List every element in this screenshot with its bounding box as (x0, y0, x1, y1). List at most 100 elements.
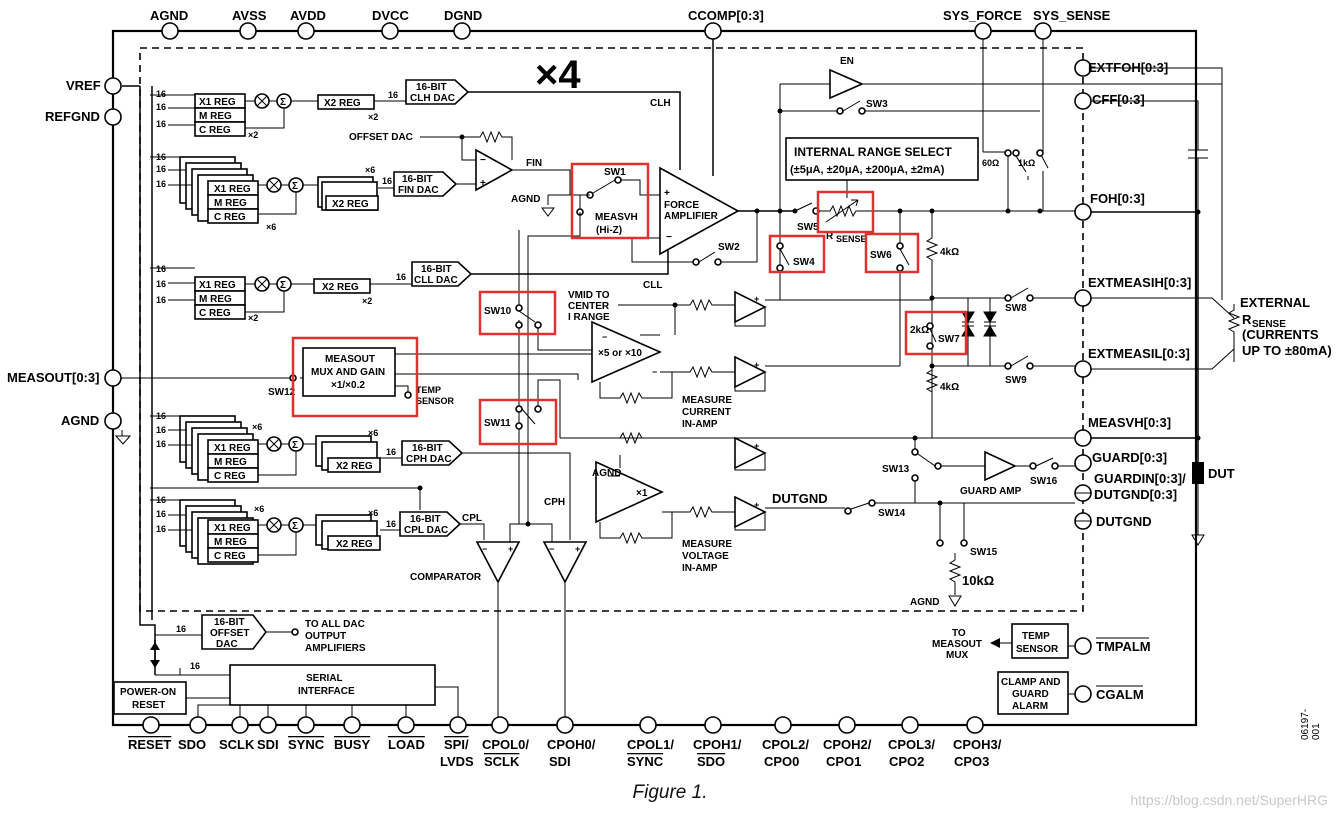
svg-text:+: + (664, 188, 670, 199)
rsense-sub-label: SENSE (836, 234, 867, 244)
offset-dac-bottom: 16 16-BIT OFFSET DAC TO ALL DAC OUTPUT A… (150, 614, 366, 676)
bus-width-label: 16 (156, 411, 166, 421)
bus-width-label: 16 (156, 495, 166, 505)
cpl-signal-label: CPL (462, 513, 482, 524)
temp-sensor-label: SENSOR (416, 396, 455, 406)
svg-text:−: − (666, 232, 672, 243)
resistor-2k-label: 2kΩ (910, 325, 929, 336)
pin-avdd (297, 22, 315, 40)
clamp-alarm-label: ALARM (1012, 701, 1048, 712)
vmid-buffer (734, 290, 767, 324)
comparator-high (542, 541, 588, 584)
pin-extmeasil (1074, 360, 1092, 378)
highlight-sw10 (478, 290, 557, 336)
pin-label: CPO3 (954, 754, 989, 769)
multiplier-label: ×6 (266, 222, 276, 232)
pin-label: DUTGND[0:3] (1094, 487, 1177, 502)
guard-amp-label: GUARD AMP (960, 486, 1022, 497)
to-all-dac-label: AMPLIFIERS (305, 643, 366, 654)
resistor-4k-label: 4kΩ (940, 247, 959, 258)
to-measout-label: TO (952, 628, 966, 639)
sw11-switch (521, 408, 536, 425)
pin-label: RESET (128, 737, 171, 752)
measvh-hiz-label: (Hi-Z) (596, 225, 622, 236)
meas-voltage-label: MEASURE (682, 539, 732, 550)
dac-label: OFFSET (210, 628, 249, 639)
multiplier-label: ×2 (248, 130, 258, 140)
pin-label: AGND (61, 413, 99, 428)
pin-label: VREF (66, 78, 101, 93)
bus-width-label: 16 (156, 119, 166, 129)
sw6-switch (899, 248, 910, 266)
c-reg (207, 208, 259, 224)
cpl-dac-group: X1 REG M REG C REG 16 16 16 ×6 Σ X2 REG … (150, 485, 485, 565)
c-reg-label: C REG (214, 212, 246, 223)
cff-path (1091, 100, 1208, 462)
power-on-label: RESET (132, 700, 165, 711)
bus-width-label: 16 (388, 90, 398, 100)
bus-width-label: 16 (396, 272, 406, 282)
measure-voltage-section: + ×1 AGND + MEASURE VOLTAGE IN-AMP DUTGN… (560, 431, 1075, 608)
comparator-low (475, 541, 521, 584)
pin-label: SCLK (484, 754, 520, 769)
x1-reg-label: X1 REG (199, 280, 236, 291)
meas-voltage-label: VOLTAGE (682, 551, 729, 562)
pin-label: SCLK (219, 737, 255, 752)
sw5-label: SW5 (797, 222, 819, 233)
pin-cgalm (1074, 685, 1092, 703)
c-reg (194, 121, 246, 137)
dac-label: 16-BIT (421, 264, 452, 275)
sw4-switch (779, 248, 790, 266)
cll-signal-label: CLL (643, 280, 662, 291)
sw7-label: SW7 (938, 334, 960, 345)
svg-text:−: − (482, 544, 487, 554)
measout-mux: MEASOUT MUX AND GAIN ×1/×0.2 TEMP SENSOR… (121, 347, 592, 406)
sw2-label: SW2 (718, 242, 740, 253)
serial-interface (229, 664, 436, 706)
svg-text:+: + (508, 544, 513, 554)
x2-reg (313, 278, 371, 294)
pin-tmpalm (1074, 637, 1092, 655)
temp-sensor2-label: TEMP (1022, 631, 1050, 642)
bus-width-label: 16 (190, 661, 200, 671)
pin-refgnd (104, 108, 122, 126)
measure-current-section: VMID TO CENTER I RANGE + ×5 or ×10 −− + … (568, 290, 932, 430)
power-on-label: POWER-ON (120, 687, 176, 698)
vmid-label: CENTER (568, 301, 610, 312)
offset-dac-net: OFFSET DAC −+ FIN (349, 130, 590, 196)
clamp-guard-alarm (997, 671, 1069, 715)
pin-label: SDO (178, 737, 206, 752)
temp-sensor-label: TEMP (416, 385, 441, 395)
resistor-1k-label: 1kΩ (1018, 158, 1035, 168)
m-reg-label: M REG (214, 457, 247, 468)
highlight-sw11 (478, 398, 558, 446)
dac-label: 16-BIT (402, 174, 433, 185)
svg-text:Σ: Σ (292, 181, 298, 192)
serial-section: POWER-ON RESET SERIAL INTERFACE (113, 664, 459, 717)
right-pins: EXTFOH[0:3] CFF[0:3] FOH[0:3] EXTMEASIH[… (1074, 59, 1191, 703)
serial-label: INTERFACE (298, 686, 355, 697)
x2-reg-label: X2 REG (324, 98, 361, 109)
c-reg-label: C REG (199, 308, 231, 319)
pin-label: CGALM (1096, 687, 1144, 702)
svg-text:Σ: Σ (280, 280, 286, 291)
cph-signal-label: CPH (544, 497, 565, 508)
pin-sys-sense (1034, 22, 1052, 40)
sw13-switch (917, 453, 936, 467)
pin-label: SPI/ (444, 737, 469, 752)
arrow-left-icon (990, 638, 1000, 648)
en-label: EN (840, 56, 854, 67)
pin-measout (104, 369, 122, 387)
pin-label: AVSS (232, 8, 267, 23)
fin-buffer-amp (475, 148, 514, 192)
cpl-dac (399, 511, 462, 537)
sw8-switch (1010, 287, 1029, 299)
pin-label: CPOH0/ (547, 737, 596, 752)
temp-sensor-block (1011, 623, 1069, 659)
meas-current-label: CURRENT (682, 407, 731, 418)
pin-label: CPOL3/ (888, 737, 935, 752)
guard-amp (984, 450, 1017, 482)
x2-reg (317, 94, 375, 110)
rsense-label: R (826, 231, 834, 242)
gain1-label: ×1 (636, 488, 648, 499)
